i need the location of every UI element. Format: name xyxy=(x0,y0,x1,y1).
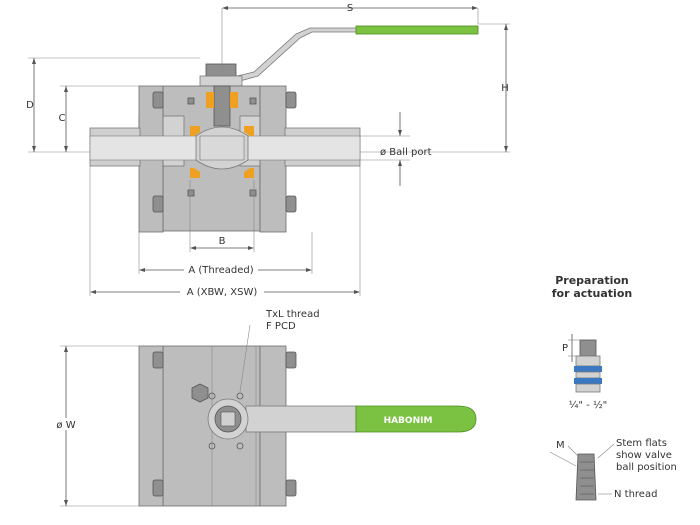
label-n-thread: N thread xyxy=(614,489,657,500)
label-txl-thread: TxL thread xyxy=(265,309,320,320)
stem-top xyxy=(579,339,597,357)
gland xyxy=(199,75,243,87)
dim-label-P: P xyxy=(562,343,568,354)
prep-title-line-2: for actuation xyxy=(552,287,632,300)
dim-label-W: ø W xyxy=(56,420,75,431)
stem xyxy=(213,85,231,127)
brand-logo-text: HABONIM xyxy=(384,416,433,426)
dim-label-S: S xyxy=(347,3,353,14)
dim-label-ball-port: ø Ball port xyxy=(380,147,432,158)
dim-label-H: H xyxy=(501,83,509,94)
handle-grip-plan xyxy=(355,405,477,433)
handle-lever xyxy=(219,27,479,87)
dim-label-C: C xyxy=(59,113,66,124)
seat-top-right xyxy=(244,126,254,136)
dim-label-B: B xyxy=(219,236,226,247)
stem-flats xyxy=(575,453,597,501)
stem-flats-line-2: show valve xyxy=(616,450,672,461)
dim-label-A-xbw: A (XBW, XSW) xyxy=(187,287,258,298)
top-section-view: S H D C ø Ball port B xyxy=(26,3,510,298)
handle-grip xyxy=(355,25,479,35)
stem-flats-line-1: Stem flats xyxy=(616,438,667,449)
label-f-pcd: F PCD xyxy=(266,321,296,332)
actuation-prep-detail: Preparation for actuation P ¼" - ½" M St… xyxy=(549,274,677,501)
seat-bottom-right xyxy=(244,168,254,178)
dim-label-M: M xyxy=(556,440,565,451)
seat-top-left xyxy=(190,126,200,136)
dim-label-A-threaded: A (Threaded) xyxy=(188,265,253,276)
size-range: ¼" - ½" xyxy=(569,399,608,411)
dim-label-D: D xyxy=(26,100,34,111)
bottom-plan-view: HABONIM TxL thread F PCD ø W xyxy=(54,309,477,507)
prep-title-line-1: Preparation xyxy=(555,274,629,287)
ball xyxy=(199,135,245,161)
seat-bottom-left xyxy=(190,168,200,178)
stem-flats-line-3: ball position xyxy=(616,462,677,473)
handle-plan xyxy=(245,405,357,433)
